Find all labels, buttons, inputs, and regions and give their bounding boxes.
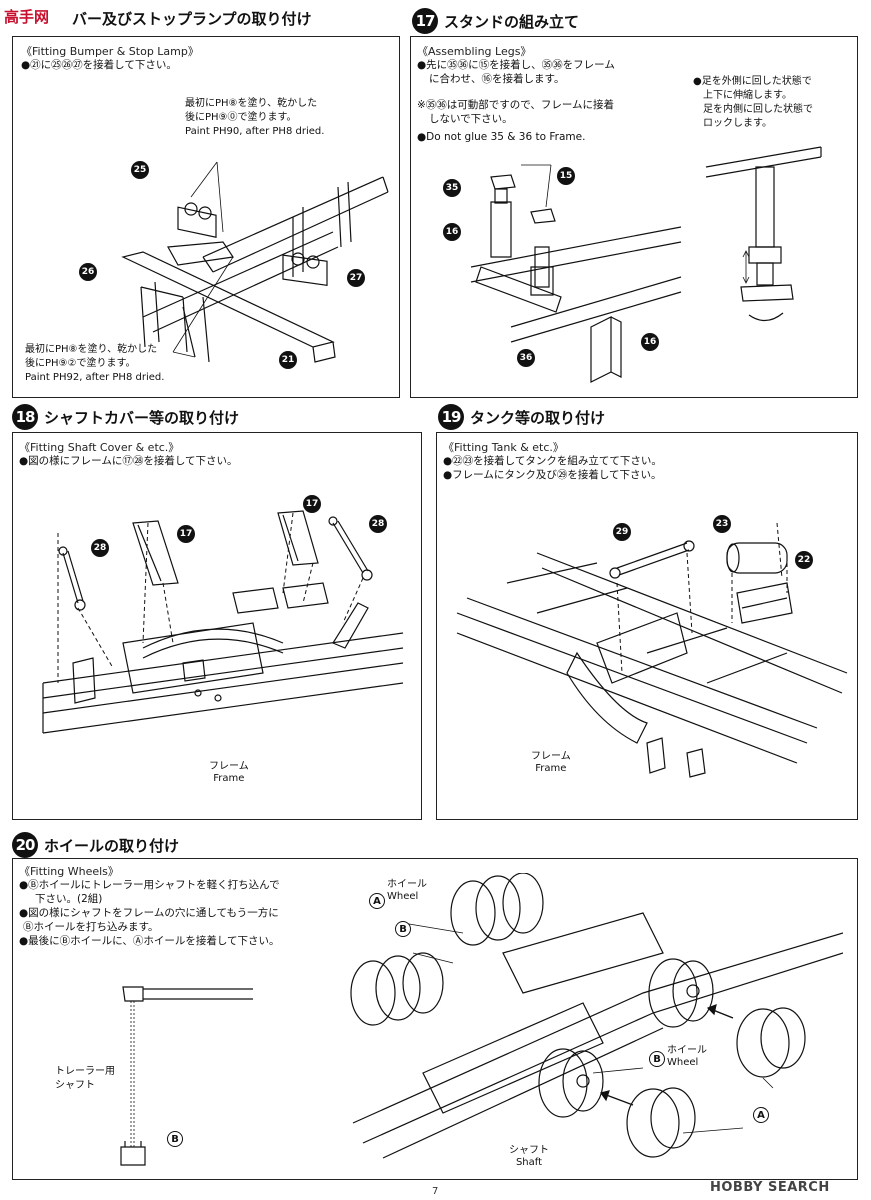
step17-side-note-2: 上下に伸縮します。: [703, 90, 792, 101]
step18-drawing: [33, 493, 413, 753]
step20-letter-b-hammer: B: [167, 1131, 183, 1147]
step17-header: 17 スタンドの組み立て: [412, 8, 579, 34]
step19-panel: 《Fitting Tank & etc.》 ●㉒㉓を接着してタンクを組み立てて下…: [436, 432, 858, 820]
step16-drawing: [83, 147, 393, 377]
step19-title: タンク等の取り付け: [470, 408, 606, 427]
step20-title: ホイールの取り付け: [44, 836, 180, 855]
step20-letter-b-top: B: [395, 921, 411, 937]
step20-wheel-label-top: ホイール Wheel: [387, 879, 427, 903]
step20-instruction-4: Ⓑホイールを打ち込みます。: [23, 921, 159, 933]
step18-header: 18 シャフトカバー等の取り付け: [12, 404, 239, 430]
step17-caution-1: ※㉟㊱は可動部ですので、フレームに接着: [417, 99, 615, 111]
step17-instruction-2: に合わせ、⑯を接着します。: [429, 73, 565, 85]
step20-wheel-top-jp: ホイール: [387, 879, 427, 890]
step17-part-36: 36: [517, 349, 535, 367]
step16-paint-note-bottom-2: 後にPH⑨②で塗ります。: [25, 358, 136, 369]
step20-letter-a-bottom: A: [753, 1107, 769, 1123]
step17-part-35: 35: [443, 179, 461, 197]
step20-wheel-drawing: [343, 873, 843, 1173]
step20-shaft-label-jp2: シャフト: [55, 1080, 95, 1091]
step20-shaft-jp: シャフト: [509, 1145, 549, 1156]
step16-part-21: 21: [279, 351, 297, 369]
step17-number: 17: [412, 8, 438, 34]
step20-instruction-1: ●Ⓑホイールにトレーラー用シャフトを軽く打ち込んで: [19, 879, 280, 891]
step20-wheel-right-en: Wheel: [667, 1057, 699, 1068]
step20-wheel-label-right: ホイール Wheel: [667, 1045, 707, 1069]
step19-frame-en: Frame: [535, 763, 567, 774]
step17-part-16b: 16: [641, 333, 659, 351]
step18-part-17-left: 17: [177, 525, 195, 543]
step20-hammer-diagram: [113, 977, 253, 1177]
site-logo-text: 高手网: [4, 8, 50, 26]
step20-panel: 《Fitting Wheels》 ●Ⓑホイールにトレーラー用シャフトを軽く打ち込…: [12, 858, 858, 1180]
step17-drawing: [451, 157, 691, 387]
step17-side-note-3: 足を内側に回した状態で: [703, 104, 813, 115]
step19-instruction-1: ●㉒㉓を接着してタンクを組み立てて下さい。: [443, 455, 662, 467]
step19-part-29: 29: [613, 523, 631, 541]
step20-instruction-5: ●最後にⒷホイールに、Ⓐホイールを接着して下さい。: [19, 935, 280, 947]
step17-title: スタンドの組み立て: [444, 12, 580, 31]
step16-paint-note-top-2: 後にPH⑨⓪で塗ります。: [185, 112, 297, 123]
step18-frame-jp: フレーム: [209, 761, 249, 772]
step18-instruction: ●図の様にフレームに⑰㉘を接着して下さい。: [19, 455, 238, 467]
step19-part-22: 22: [795, 551, 813, 569]
step20-subtitle: 《Fitting Wheels》: [19, 865, 119, 878]
step19-number: 19: [438, 404, 464, 430]
step20-shaft-en: Shaft: [515, 1157, 543, 1168]
step18-part-17-right: 17: [303, 495, 321, 513]
step16-header: バー及びストップランプの取り付け: [72, 8, 312, 29]
step20-letter-a-top: A: [369, 893, 385, 909]
step16-title: バー及びストップランプの取り付け: [72, 10, 312, 28]
step18-frame-en: Frame: [213, 773, 245, 784]
step16-part-27: 27: [347, 269, 365, 287]
hobby-search-watermark: HOBBY SEARCH: [710, 1180, 830, 1195]
site-logo: 高手网: [4, 6, 49, 27]
step16-subtitle: 《Fitting Bumper & Stop Lamp》: [21, 45, 199, 58]
step17-panel: 《Assembling Legs》 ●先に㉟㊱に⑮を接着し、㉟㊱をフレーム に合…: [410, 36, 858, 398]
page-number: 7: [432, 1186, 438, 1197]
step16-part-26: 26: [79, 263, 97, 281]
step19-drawing: [447, 503, 852, 793]
step17-part-16a: 16: [443, 223, 461, 241]
step18-frame-label: フレーム Frame: [209, 761, 249, 785]
step20-shaft-label: シャフト Shaft: [509, 1145, 549, 1169]
step16-paint-note-top-1: 最初にPH⑧を塗り、乾かした: [185, 98, 318, 109]
step18-part-28-left: 28: [91, 539, 109, 557]
step18-panel: 《Fitting Shaft Cover & etc.》 ●図の様にフレームに⑰…: [12, 432, 422, 820]
step17-side-note-4: ロックします。: [703, 118, 772, 129]
step19-subtitle: 《Fitting Tank & etc.》: [443, 441, 564, 454]
step20-instruction-3: ●図の様にシャフトをフレームの穴に通してもう一方に: [19, 907, 279, 919]
step16-paint-note-bottom-en: Paint PH92, after PH8 dried.: [25, 372, 165, 383]
page-number-text: 7: [432, 1186, 439, 1197]
step17-side-note-1: ●足を外側に回した状態で: [693, 76, 812, 87]
step17-english-note: ●Do not glue 35 & 36 to Frame.: [417, 131, 586, 143]
step17-caution-2: しないで下さい。: [429, 113, 513, 125]
step16-paint-note-top-en: Paint PH90, after PH8 dried.: [185, 126, 325, 137]
step17-instruction-1: ●先に㉟㊱に⑮を接着し、㉟㊱をフレーム: [417, 59, 615, 71]
step17-subtitle: 《Assembling Legs》: [417, 45, 532, 58]
step20-wheel-top-en: Wheel: [387, 891, 419, 902]
step20-shaft-label-jp1: トレーラー用: [55, 1066, 115, 1077]
step16-instruction: ●㉑に㉕㉖㉗を接着して下さい。: [21, 59, 177, 71]
step18-title: シャフトカバー等の取り付け: [44, 408, 240, 427]
step20-header: 20 ホイールの取り付け: [12, 832, 179, 858]
step18-number: 18: [12, 404, 38, 430]
step16-panel: 《Fitting Bumper & Stop Lamp》 ●㉑に㉕㉖㉗を接着して…: [12, 36, 400, 398]
step18-subtitle: 《Fitting Shaft Cover & etc.》: [19, 441, 180, 454]
step19-part-23: 23: [713, 515, 731, 533]
step19-frame-jp: フレーム: [531, 751, 571, 762]
step16-paint-note-bottom-1: 最初にPH⑧を塗り、乾かした: [25, 344, 158, 355]
step17-lock-diagram: [701, 137, 841, 337]
step20-letter-b-right: B: [649, 1051, 665, 1067]
step19-header: 19 タンク等の取り付け: [438, 404, 605, 430]
step16-part-25: 25: [131, 161, 149, 179]
step19-instruction-2: ●フレームにタンク及び㉙を接着して下さい。: [443, 469, 662, 481]
watermark-text: HOBBY SEARCH: [710, 1180, 830, 1195]
step20-number: 20: [12, 832, 38, 858]
step20-wheel-right-jp: ホイール: [667, 1045, 707, 1056]
step18-part-28-right: 28: [369, 515, 387, 533]
step17-part-15: 15: [557, 167, 575, 185]
step20-instruction-2: 下さい。(2組): [35, 893, 103, 905]
step19-frame-label: フレーム Frame: [531, 751, 571, 775]
